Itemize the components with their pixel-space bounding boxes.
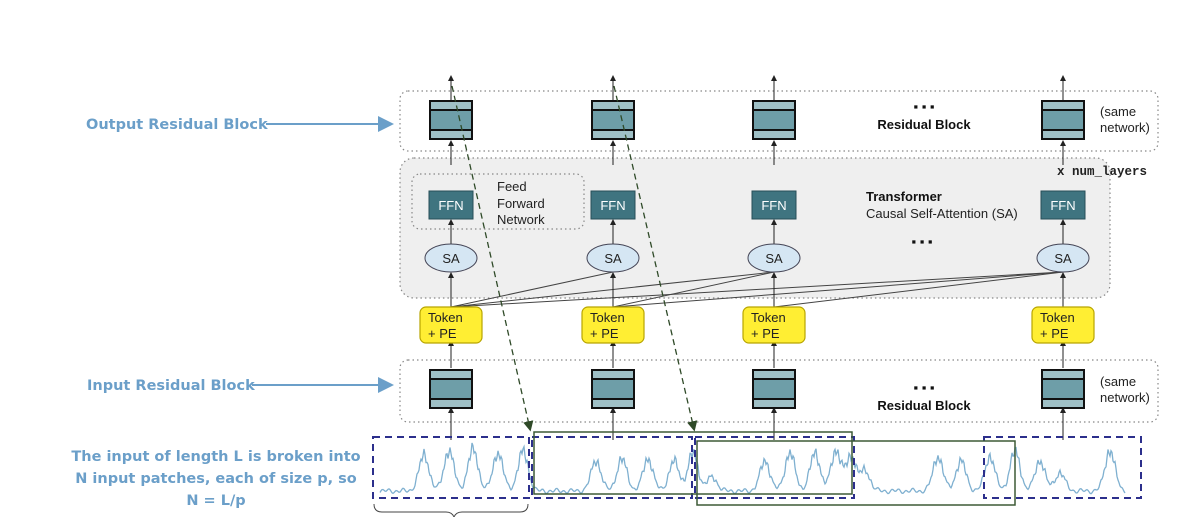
token-pe-block [419, 306, 483, 344]
attention-link [450, 271, 614, 308]
token-label: Token [428, 310, 463, 325]
sa-label: SA [1054, 251, 1072, 266]
input-residual-block [752, 369, 796, 409]
patch-box-patch-2 [531, 436, 693, 499]
input-residual-annotation: Input Residual Block [87, 378, 255, 394]
pe-label: + PE [590, 326, 619, 341]
input-same-network-2: network) [1100, 390, 1150, 405]
token-pe-block [742, 306, 806, 344]
token-label: Token [590, 310, 625, 325]
sa-label: SA [765, 251, 783, 266]
patch-note-line-1: The input of length L is broken into [71, 449, 360, 465]
self-attention-node [424, 243, 478, 273]
residual-block-top-band [1043, 371, 1083, 378]
residual-block-top-band [754, 102, 794, 109]
transformer-block-container [399, 157, 1111, 299]
stride-arrow-2 [613, 85, 698, 432]
residual-block-bottom-band [754, 131, 794, 138]
patch-box-patch-1 [372, 436, 530, 499]
output-residual-block [1041, 100, 1085, 140]
residual-block-top-band [593, 371, 633, 378]
output-residual-block [752, 100, 796, 140]
patch-box-patch-N [983, 436, 1142, 499]
residual-block-bottom-band [1043, 131, 1083, 138]
output-ellipsis: ▪ ▪ ▪ [913, 99, 934, 114]
stride-arrow-1 [451, 85, 534, 432]
sa-label: SA [442, 251, 460, 266]
patch-note-line-2: N input patches, each of size p, so [75, 471, 357, 487]
ffn-block [751, 190, 797, 220]
transformer-title: Transformer [866, 189, 942, 204]
output-residual-block [591, 100, 635, 140]
input-ellipsis: ▪ ▪ ▪ [913, 380, 934, 395]
residual-block-top-band [754, 371, 794, 378]
self-attention-node [747, 243, 801, 273]
patch-size-brace [373, 503, 529, 517]
token-pe-block [581, 306, 645, 344]
output-same-network-2: network) [1100, 120, 1150, 135]
residual-block-bottom-band [431, 400, 471, 407]
attention-link [450, 271, 1064, 308]
residual-block-top-band [593, 102, 633, 109]
column-patch-2: FFN SA Token+ PE [581, 75, 645, 440]
transformer-subtitle: Causal Self-Attention (SA) [866, 206, 1018, 221]
ffn-label: FFN [761, 198, 786, 213]
attention-link [612, 271, 775, 308]
output-same-network-1: (same [1100, 104, 1136, 119]
token-label: Token [1040, 310, 1075, 325]
pe-label: + PE [751, 326, 780, 341]
ffn-label: FFN [1050, 198, 1075, 213]
output-residual-annotation: Output Residual Block [86, 117, 268, 133]
input-residual-container [399, 359, 1159, 423]
token-label: Token [751, 310, 786, 325]
column-patch-N: FFN SA Token+ PE [1031, 75, 1095, 440]
residual-block-bottom-band [431, 131, 471, 138]
pe-label: + PE [1040, 326, 1069, 341]
num-layers-label: x num_layers [1057, 165, 1147, 179]
self-attention-node [586, 243, 640, 273]
self-attention-node [1036, 243, 1090, 273]
input-residual-block [591, 369, 635, 409]
sa-label: SA [604, 251, 622, 266]
transformer-ellipsis: ▪ ▪ ▪ [911, 234, 932, 249]
ffn-block [1040, 190, 1086, 220]
residual-block-top-band [1043, 102, 1083, 109]
ffn-label: FFN [438, 198, 463, 213]
input-same-network-1: (same [1100, 374, 1136, 389]
output-residual-block [429, 100, 473, 140]
input-residual-title: Residual Block [877, 398, 971, 413]
pe-label: + PE [428, 326, 457, 341]
residual-block-bottom-band [593, 131, 633, 138]
sliding-window-2 [696, 440, 1016, 506]
ffn-group-label-1: Feed [497, 179, 527, 194]
residual-block-bottom-band [1043, 400, 1083, 407]
time-series-line [379, 442, 1126, 495]
input-residual-block [1041, 369, 1085, 409]
ffn-group-label-3: Network [497, 212, 545, 227]
input-patches [372, 85, 1142, 517]
ffn-block [590, 190, 636, 220]
patch-box-patch-3 [694, 436, 855, 499]
sliding-window-1 [533, 431, 853, 495]
attention-link [773, 271, 1064, 308]
input-residual-block [429, 369, 473, 409]
residual-block-top-band [431, 102, 471, 109]
attention-link [612, 271, 1064, 308]
residual-block-bottom-band [754, 400, 794, 407]
ffn-group-label-2: Forward [497, 196, 545, 211]
residual-block-bottom-band [593, 400, 633, 407]
column-patch-1: FFN SA Token+ PE [419, 75, 483, 440]
ffn-label: FFN [600, 198, 625, 213]
token-pe-block [1031, 306, 1095, 344]
residual-block-top-band [431, 371, 471, 378]
column-patch-3: FFN SA Token+ PE [742, 75, 806, 440]
input-time-series [379, 442, 1126, 495]
ffn-group-container [411, 173, 585, 230]
patch-note-line-3: N = L/p [186, 493, 245, 509]
ffn-block [428, 190, 474, 220]
output-residual-title: Residual Block [877, 117, 971, 132]
